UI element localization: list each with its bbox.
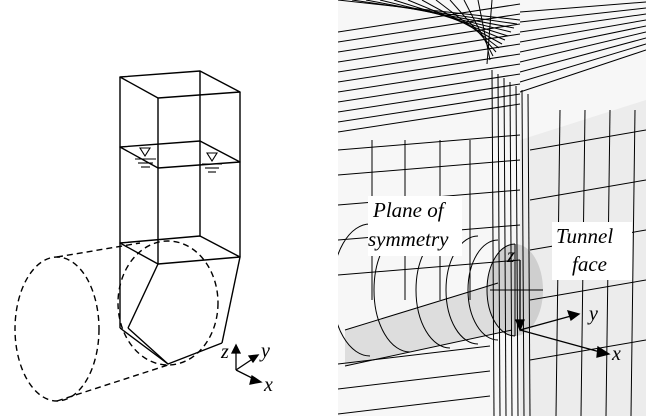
block-bottom: [119, 327, 223, 365]
tunnel-face-label-line1: Tunnel: [556, 224, 613, 248]
shaft-top-face: [119, 70, 241, 99]
mesh-top-radial: [486, 0, 493, 65]
tunnel-face-label-line2: face: [572, 252, 607, 276]
mesh-top-right-line: [519, 1, 646, 13]
mesh-front-horizontal: [338, 259, 521, 276]
block-edge-right: [221, 256, 241, 344]
box-plane: [119, 235, 241, 265]
mesh-top-radial: [407, 0, 506, 41]
tunnel-invert-edge: [344, 329, 513, 367]
mesh-lower-horizontal: [338, 345, 491, 365]
block-diagonal: [127, 327, 169, 365]
tunnel-top-edge: [56, 242, 141, 258]
tunnel-crown-edge: [344, 282, 499, 331]
mesh-top-right-line: [519, 43, 646, 83]
right-axis-y-label: y: [587, 303, 598, 325]
left-axis-y-label: y: [259, 340, 270, 362]
mesh-top-right-line: [519, 49, 646, 93]
mesh-top-right-line: [519, 7, 646, 23]
tunnel-dashed-outline: [14, 240, 219, 402]
tunnel-ring-arc: [467, 239, 499, 341]
mesh-dense-vertical: [521, 89, 525, 416]
tunnel-ring-arc: [338, 223, 371, 357]
mesh-lower-horizontal: [338, 395, 491, 415]
shaft-schematic: [119, 70, 241, 365]
mesh-top-right-line: [519, 37, 646, 73]
mesh-top-radial: [351, 0, 518, 25]
left-axes-triad: [230, 343, 263, 385]
mesh-top-line: [338, 103, 521, 133]
mesh-dense-vertical: [509, 81, 513, 416]
tunnel-label-bg: [552, 222, 632, 280]
tunnel-lining-shade: [345, 283, 512, 366]
mesh-dense-vertical: [515, 85, 519, 416]
mesh-top-line: [338, 33, 521, 63]
plane-of-symmetry-label-line2: symmetry: [368, 227, 449, 251]
mesh-lower-horizontal: [338, 370, 491, 390]
mesh-top-line: [338, 63, 521, 93]
mesh-top-line: [338, 3, 521, 33]
plane-label-bg: [368, 196, 462, 256]
block-edge-front: [127, 263, 159, 329]
mesh-dense-vertical: [491, 69, 495, 416]
tunnel-face-circle: [117, 240, 219, 366]
mesh-side-horizontal: [529, 279, 646, 301]
mesh-top-right-line: [519, 13, 646, 33]
right-axis-z-label: z: [506, 245, 515, 267]
tunnel-far-end: [14, 256, 100, 402]
mesh-top-right-line: [519, 25, 646, 53]
mesh-top-radial: [365, 0, 515, 29]
mesh-top-line: [338, 73, 521, 103]
mesh-side-horizontal: [529, 339, 646, 361]
water-level-plane: [119, 140, 241, 169]
mesh-side-vertical: [630, 109, 636, 416]
panel-gap: [322, 0, 338, 416]
mesh-top-right-line: [519, 19, 646, 43]
mesh-front-horizontal: [338, 159, 521, 176]
mesh-dense-vertical: [497, 73, 501, 416]
mesh-lines: [338, 0, 646, 416]
left-axis-z-label: z: [220, 341, 229, 363]
water-level-icon: [135, 147, 222, 173]
mesh-top-line: [338, 93, 521, 123]
mesh-top-line: [338, 13, 521, 43]
left-axis-x-label: x: [263, 374, 273, 396]
tunnel-ring-arc: [445, 235, 479, 345]
plane-of-symmetry-label-line1: Plane of: [372, 198, 447, 222]
mesh-side-horizontal: [529, 179, 646, 201]
mesh-top-radial: [338, 0, 521, 21]
right-axis-x-label: x: [611, 343, 621, 365]
mesh-front-horizontal: [338, 134, 521, 151]
mesh-side-horizontal: [529, 129, 646, 151]
right-axes-triad: [515, 260, 611, 358]
mesh-dense-vertical: [527, 93, 531, 416]
mesh-top-right-line: [519, 31, 646, 63]
mesh-top-line: [338, 83, 521, 113]
